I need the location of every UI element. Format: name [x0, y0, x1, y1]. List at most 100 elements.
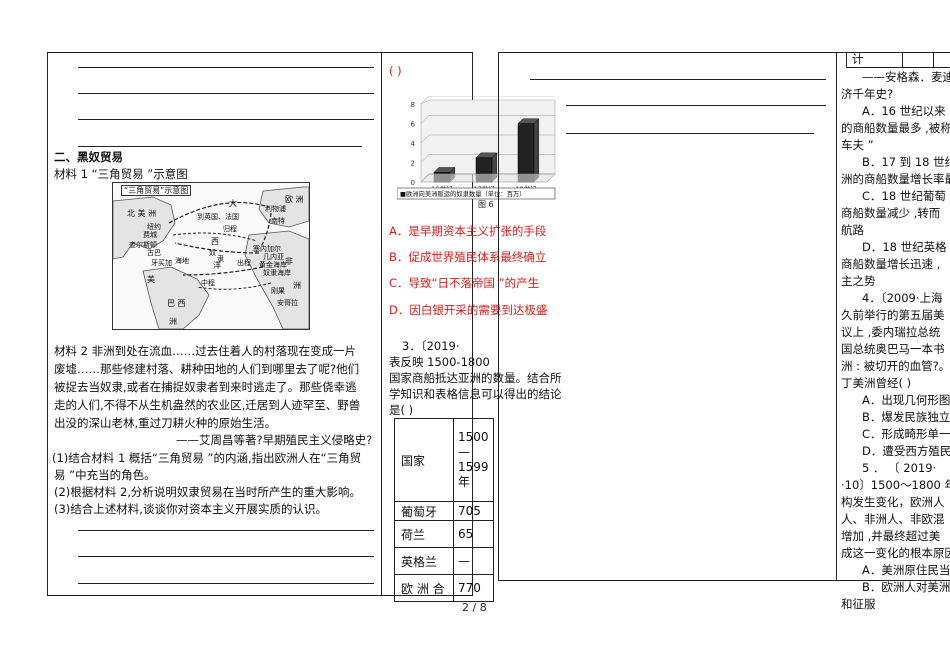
gridline	[420, 134, 555, 144]
right-line: 国总统奥巴马一本书	[841, 342, 945, 356]
map-label: 牙买加	[151, 259, 172, 267]
right-line: A．16 世纪以来	[862, 104, 946, 118]
q3-line: 国家商船抵达亚洲的数量。结合所	[389, 371, 562, 385]
table-cell: 英格兰	[394, 547, 454, 575]
map-title: “三角贸易”示意图	[121, 185, 192, 196]
option-c: C．导致“日不落帝国 ”的产生	[389, 276, 540, 290]
table-cell: 欧 洲 合	[394, 574, 454, 602]
map-label: 出程	[237, 259, 251, 267]
map-label: 刚果	[271, 287, 285, 295]
answer-line	[566, 105, 826, 106]
map-label: 查尔斯顿	[129, 241, 157, 249]
map-label: 古巴	[147, 249, 161, 257]
option-d: D．因白银开采的需要到达极盛	[389, 303, 548, 317]
map-label: 西	[211, 237, 219, 246]
answer-line	[78, 583, 374, 584]
table-row: 英格兰 —	[394, 547, 494, 575]
left-column-divider	[381, 52, 382, 596]
question-line: (1)结合材料 1 概括“三角贸易 ”的内涵,指出欧洲人在“三角贸	[52, 451, 362, 465]
right-line: ·10〕1500～1800 年	[841, 478, 950, 492]
chart-caption: 图 6	[478, 200, 494, 209]
table-divider	[933, 52, 934, 68]
question-line: (2)根据材料 2,分析说明奴隶贸易在当时所产生的重大影响。	[54, 485, 361, 499]
y-tick-label: 0	[411, 179, 415, 187]
route-return	[172, 232, 258, 242]
map-label: 欧 洲	[285, 195, 304, 204]
table-row: 欧 洲 合 770	[394, 574, 494, 602]
gridline	[420, 95, 555, 105]
table-divider	[902, 52, 903, 68]
route-middle-passage-1	[174, 242, 260, 254]
map-label: 海地	[175, 257, 189, 265]
right-line: 4．〔2009·上海	[862, 291, 943, 305]
chart-svg: 0246816世纪17世纪18世纪■欧洲向美洲贩运的奴隶数量（单位：百万）	[396, 95, 556, 200]
material1-label: 材料 1 “三角贸易 ”示意图	[54, 167, 188, 181]
right-column-divider	[836, 52, 837, 581]
page-number: 2 / 8	[462, 601, 487, 614]
right-line: 增加 ,并最终超过美	[841, 529, 941, 543]
right-line: C．18 世纪葡萄	[862, 189, 946, 203]
right-line: B．爆发民族独立	[862, 410, 950, 424]
map-label: 利物浦	[265, 205, 286, 213]
table-row: 荷兰 65	[394, 520, 494, 548]
question-line: 易 ”中充当的角色。	[54, 468, 156, 482]
right-line: 的商船数量最多 ,被称	[841, 121, 950, 135]
south-america-land	[142, 266, 210, 329]
map-label: 隶	[217, 255, 224, 263]
right-line: 5 ． 〔 2019·	[862, 461, 937, 475]
legend-label: ■欧洲向美洲贩运的奴隶数量（单位：百万）	[400, 189, 526, 198]
table-row: 葡萄牙 705	[394, 501, 494, 521]
y-tick-label: 4	[411, 140, 416, 148]
right-line: C．形成畸形单一	[862, 427, 950, 441]
option-a: A．是早期资本主义扩张的手段	[389, 224, 547, 238]
right-line: 久前举行的第五届美	[841, 308, 945, 322]
answer-line	[566, 133, 814, 134]
map-label: 非	[285, 257, 293, 266]
table-cell: 国家	[394, 418, 454, 502]
answer-line	[78, 93, 374, 94]
right-line: 人、非洲人、非欧混	[841, 512, 945, 526]
right-line: 成这一变化的根本原因	[841, 546, 950, 560]
map-label: 洲	[169, 317, 177, 326]
material2-line: 被捉去当奴隶,或者在捕捉奴隶者到来时逃走了。那些侥幸逃	[54, 380, 357, 394]
map-label: 塞内加尔	[253, 245, 281, 253]
q3-line: 是( )	[389, 403, 414, 417]
right-line: D．遭受西方殖民	[862, 444, 950, 458]
slave-trade-chart: 0246816世纪17世纪18世纪■欧洲向美洲贩运的奴隶数量（单位：百万）	[396, 95, 557, 200]
map-label: 北 美 洲	[127, 209, 157, 218]
map-label: 南特	[271, 217, 285, 225]
answer-bracket: ( )	[389, 64, 402, 78]
material2-source: ——艾周昌等著?早期殖民主义侵略史?	[176, 433, 373, 447]
map-label: 洲	[293, 281, 301, 290]
gridline	[420, 154, 555, 163]
table-cell: 荷兰	[394, 520, 454, 548]
answer-line	[530, 79, 826, 80]
triangle-trade-map: “三角贸易”示意图 北 美 洲 大 欧 洲 利物浦 到英国、法国 西 归程 洋 …	[112, 182, 310, 330]
material2-line: 走的人们,不得不从生机盎然的农业区,迁居到人迹罕至、野兽	[54, 398, 361, 412]
map-label: 纽约	[147, 223, 161, 231]
q3-line: 3．〔2019·	[402, 339, 460, 353]
legend-box	[396, 187, 556, 200]
right-line: 航路	[841, 223, 864, 237]
route-middle-passage-3	[196, 282, 272, 290]
right-line: 和征服	[841, 597, 876, 611]
material2-line: 废墟……那些修建村落、耕种田地的人们到哪里去了呢?他们	[54, 362, 360, 376]
table-row: 国家 1500 — 1599 年	[394, 418, 494, 502]
option-b: B．促成世界殖民体系最终确立	[389, 250, 547, 264]
map-label: 奴隶海岸	[263, 269, 291, 277]
map-label: 黄金海岸	[259, 261, 287, 269]
left-page-frame	[47, 52, 473, 596]
right-line: A．美洲原住民当	[862, 563, 950, 577]
right-line: D．18 世纪英格	[862, 240, 947, 254]
right-line: 丁美洲曾经( )	[841, 376, 912, 390]
map-label: 中程	[201, 279, 215, 287]
answer-line	[78, 530, 374, 531]
right-line: B．17 到 18 世纪	[862, 155, 950, 169]
answer-line	[78, 146, 362, 147]
table-cell: 770	[453, 574, 494, 602]
answer-line	[78, 67, 374, 68]
map-label: 归程	[223, 225, 237, 233]
question-line: (3)结合上述材料,谈谈你对资本主义开展实质的认识。	[54, 502, 327, 516]
section-title: 二、黑奴贸易	[54, 150, 123, 164]
q3-line: 表反映 1500-1800	[389, 355, 490, 369]
